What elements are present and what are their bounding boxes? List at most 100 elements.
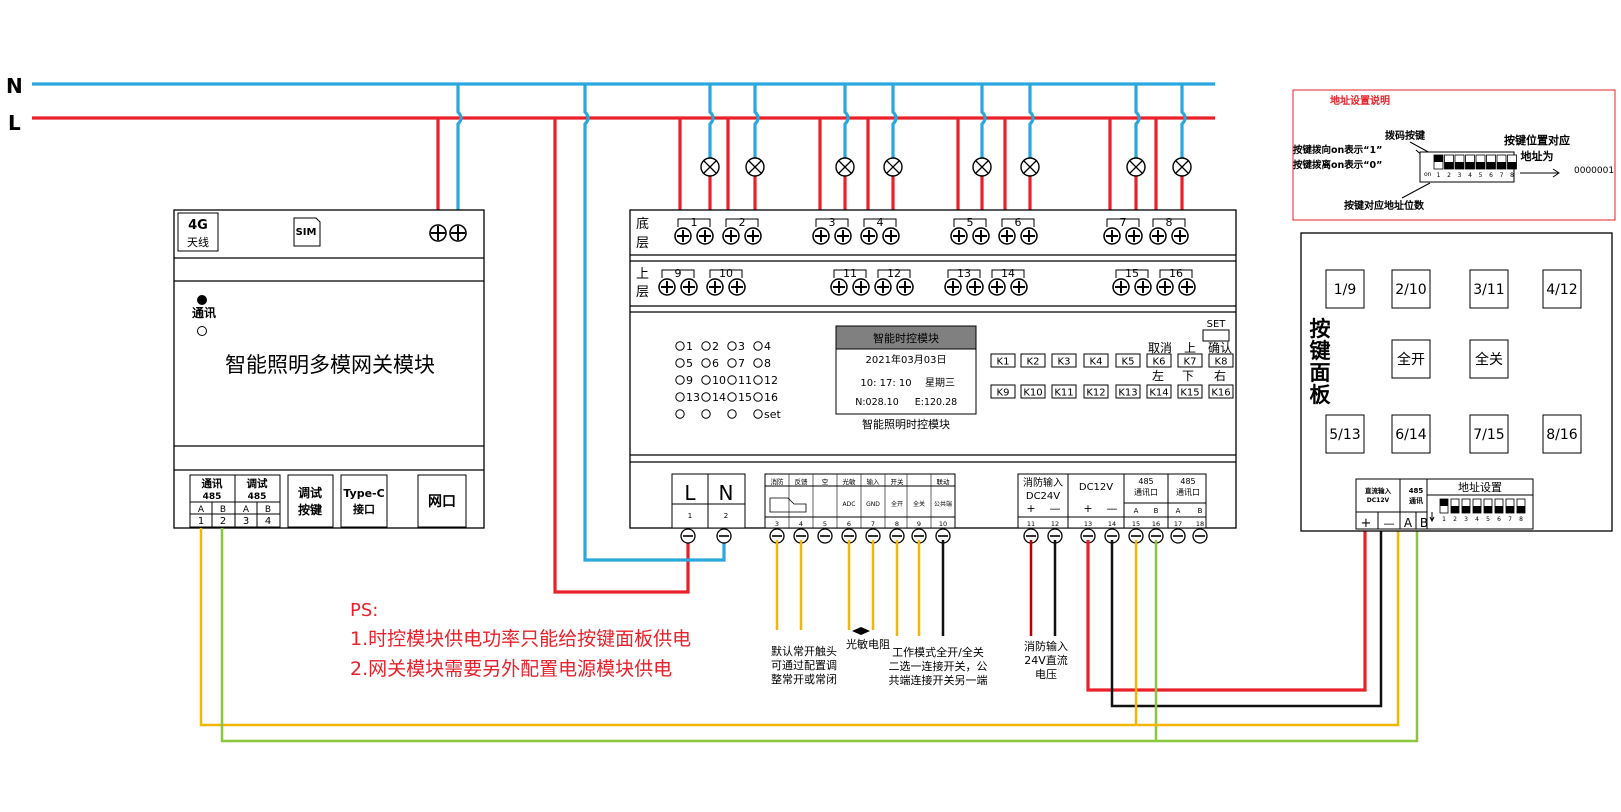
key-k16[interactable]: K16 <box>1208 384 1234 399</box>
channel-led <box>675 375 685 385</box>
panel-button-8[interactable]: 6/14 <box>1391 414 1431 454</box>
gateway-typec-port[interactable] <box>340 474 388 528</box>
key-k7[interactable]: K7 <box>1177 353 1203 368</box>
svg-text:K16: K16 <box>1211 388 1230 399</box>
key-k1[interactable]: K1 <box>990 353 1016 368</box>
key-k5[interactable]: K5 <box>1115 353 1141 368</box>
typec-label-2: 接口 <box>353 502 375 516</box>
channel-led-label: 9 <box>686 374 693 387</box>
io-header: 开关 <box>891 477 905 486</box>
address-setting-box: 地址设置说明 拨码按键 按键拨向on表示“1” 按键拨离on表示“0” on 1… <box>1292 89 1616 221</box>
svg-text:7/15: 7/15 <box>1473 427 1504 443</box>
right-pin-number: 13 <box>1084 520 1092 528</box>
right-pin-number: 18 <box>1196 520 1204 528</box>
panel-button-7[interactable]: 5/13 <box>1325 414 1365 454</box>
rs485-b-bus <box>220 525 1419 743</box>
panel-pin-b: B <box>1420 516 1428 530</box>
relay-channel-label: 6 <box>1015 216 1022 229</box>
io-subheader: GND <box>866 501 880 508</box>
channel-led-label: 2 <box>712 340 719 353</box>
comm-led-label: 通讯 <box>192 305 216 320</box>
channel-led-label: 3 <box>738 340 745 353</box>
io-pin-number: 7 <box>871 520 875 528</box>
key-k9[interactable]: K9 <box>990 384 1016 399</box>
key-k8[interactable]: K8 <box>1208 353 1234 368</box>
gateway-485-terminal: 通讯 485 调试 485 A B A B 1 2 3 4 <box>189 474 281 528</box>
ab-mark: A <box>1176 507 1181 515</box>
lamp-1 <box>678 84 720 218</box>
channel-led <box>675 392 685 402</box>
channel-led <box>727 409 737 419</box>
io-subheader: 公共端 <box>934 500 952 508</box>
panel-button-1[interactable]: 1/9 <box>1325 269 1365 309</box>
panel-button-5[interactable]: 全开 <box>1391 339 1431 379</box>
key-k6[interactable]: K6 <box>1146 353 1172 368</box>
io-header: 输入 <box>867 477 881 486</box>
key-k3[interactable]: K3 <box>1051 353 1077 368</box>
right-pin-number: 11 <box>1027 520 1035 528</box>
io-pin-number: 4 <box>799 520 803 528</box>
channel-led <box>701 375 711 385</box>
mode-note-3: 共端连接开关另一端 <box>889 673 988 687</box>
svg-text:K11: K11 <box>1054 388 1073 399</box>
key-k13[interactable]: K13 <box>1115 384 1141 399</box>
antenna-port <box>177 212 219 252</box>
relay-channel-label: 14 <box>1001 267 1015 280</box>
panel-button-10[interactable]: 8/16 <box>1542 414 1582 454</box>
io-subheader: 全开 <box>891 500 903 508</box>
channel-led <box>727 358 737 368</box>
panel-button-3[interactable]: 3/11 <box>1469 269 1509 309</box>
panel-power-label-2: DC12V <box>1367 497 1390 504</box>
svg-text:全关: 全关 <box>1475 351 1503 368</box>
position-label-2: 地址为 <box>1521 149 1554 163</box>
set-button[interactable] <box>1202 329 1230 342</box>
key-label-up: 上 <box>1184 341 1196 355</box>
panel-title-char-2: 键 <box>1310 339 1331 363</box>
io-subheader: 全关 <box>913 500 925 508</box>
io-subheader: ADC <box>843 501 856 508</box>
lcd-title: 智能时控模块 <box>873 331 939 345</box>
channel-led <box>675 341 685 351</box>
channel-led-label: 11 <box>738 374 752 387</box>
gateway-debug-button[interactable] <box>287 474 334 528</box>
antenna-sub-label: 天线 <box>187 235 209 249</box>
panel-title-char-3: 面 <box>1310 361 1331 385</box>
dc12-minus-wire <box>1110 525 1383 708</box>
ps-note-2: 2.网关模块需要另外配置电源模块供电 <box>350 658 672 680</box>
panel-button-6[interactable]: 全关 <box>1469 339 1509 379</box>
dip-number: 4 <box>1468 172 1472 179</box>
bottom-screw-terminals <box>680 528 1208 544</box>
key-k10[interactable]: K10 <box>1020 384 1046 399</box>
channel-led-label: 5 <box>686 357 693 370</box>
fire-note-1: 消防输入 <box>1024 639 1068 653</box>
dip-number: 5 <box>1486 516 1490 523</box>
key-k11[interactable]: K11 <box>1051 384 1077 399</box>
gateway-ethernet-port[interactable] <box>417 474 467 528</box>
panel-button-2[interactable]: 2/10 <box>1391 269 1431 309</box>
key-k14[interactable]: K14 <box>1146 384 1172 399</box>
key-k15[interactable]: K15 <box>1177 384 1203 399</box>
relay-channel-label: 2 <box>739 216 746 229</box>
panel-power-label: 直流输入 <box>1365 486 1392 495</box>
ab-mark: B <box>1154 507 1159 515</box>
svg-text:5/13: 5/13 <box>1329 427 1360 443</box>
sim-label: SIM <box>296 227 317 238</box>
channel-led <box>701 341 711 351</box>
lcd-weekday: 星期三 <box>925 377 955 389</box>
panel-button-4[interactable]: 4/12 <box>1542 269 1582 309</box>
svg-text:B: B <box>220 505 226 515</box>
svg-text:调试: 调试 <box>247 477 268 490</box>
timer-module-caption: 智能照明时控模块 <box>862 417 950 431</box>
lamp-3 <box>818 84 855 218</box>
panel-button-9[interactable]: 7/15 <box>1469 414 1509 454</box>
key-k2[interactable]: K2 <box>1020 353 1046 368</box>
dip-number: 1 <box>1442 516 1446 523</box>
key-k12[interactable]: K12 <box>1083 384 1109 399</box>
row-bottom-label-2: 层 <box>636 236 649 251</box>
relay-channel-9: 9 <box>658 267 698 296</box>
key-k4[interactable]: K4 <box>1083 353 1109 368</box>
relay-channel-5: 5 <box>950 216 990 245</box>
polarity-mark: — <box>1107 502 1118 515</box>
